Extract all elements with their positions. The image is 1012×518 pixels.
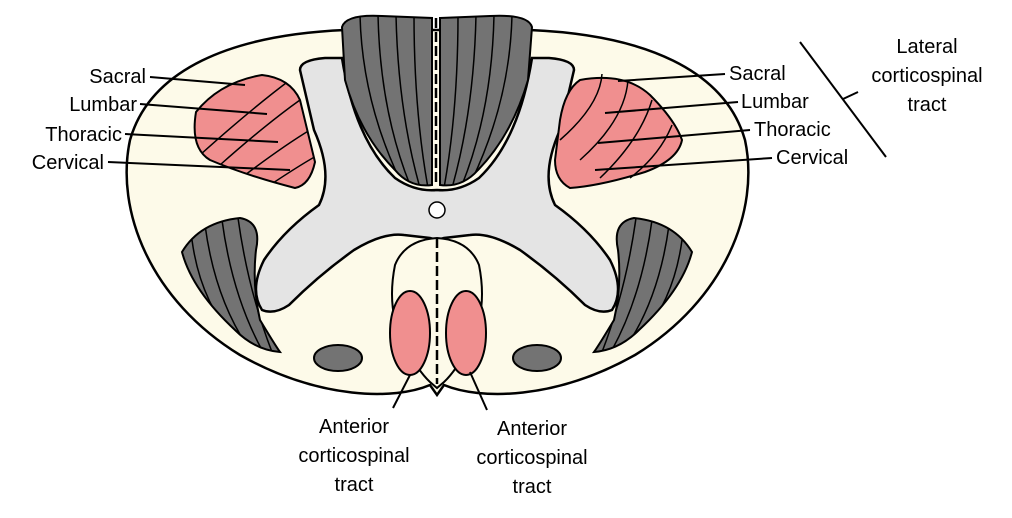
label-left-lumbar: Lumbar [69,94,137,116]
label-anterior-right-line1: Anterior [497,418,567,440]
leader-left-lumbar [139,103,268,115]
label-anterior-left-line2: corticospinal [298,445,409,467]
lateral-corticospinal-tract-left [193,73,317,190]
label-left-thoracic: Thoracic [45,124,122,146]
label-right-thoracic: Thoracic [754,119,831,141]
ventral-small-tract-left [313,344,363,372]
label-right-lumbar: Lumbar [741,91,809,113]
label-lateral-tract-line2: corticospinal [871,65,982,87]
anterior-corticospinal-tract-left [389,290,431,376]
gray-matter [254,56,620,313]
lateral-corticospinal-tract-right [553,73,684,190]
ventral-tract-left [180,216,283,354]
leader-left-cervical [107,161,291,171]
leader-right-lumbar [604,101,739,114]
leader-left-thoracic [124,133,279,143]
label-right-sacral: Sacral [729,63,786,85]
label-left-cervical: Cervical [32,152,104,174]
label-anterior-right-line2: corticospinal [476,447,587,469]
label-anterior-left-line3: tract [335,474,374,496]
leader-anterior-left [392,374,411,409]
lateral-tract-bracket [799,41,887,158]
label-right-cervical: Cervical [776,147,848,169]
lateral-tract-bracket-tick [842,91,859,100]
leader-right-cervical [594,157,773,171]
ventral-small-tract-right [512,344,562,372]
label-anterior-right-line3: tract [513,476,552,498]
label-lateral-tract-line1: Lateral [896,36,957,58]
posterior-column-right [439,14,534,187]
leader-left-sacral [149,76,246,86]
posterior-column-left [340,14,433,187]
anterior-corticospinal-tract-right [445,290,487,376]
leader-anterior-right [469,371,488,411]
label-anterior-left-line1: Anterior [319,416,389,438]
leader-right-sacral [617,73,726,82]
central-canal [428,201,446,219]
label-left-sacral: Sacral [89,66,146,88]
leader-right-thoracic [597,129,751,144]
label-lateral-tract-line3: tract [908,94,947,116]
